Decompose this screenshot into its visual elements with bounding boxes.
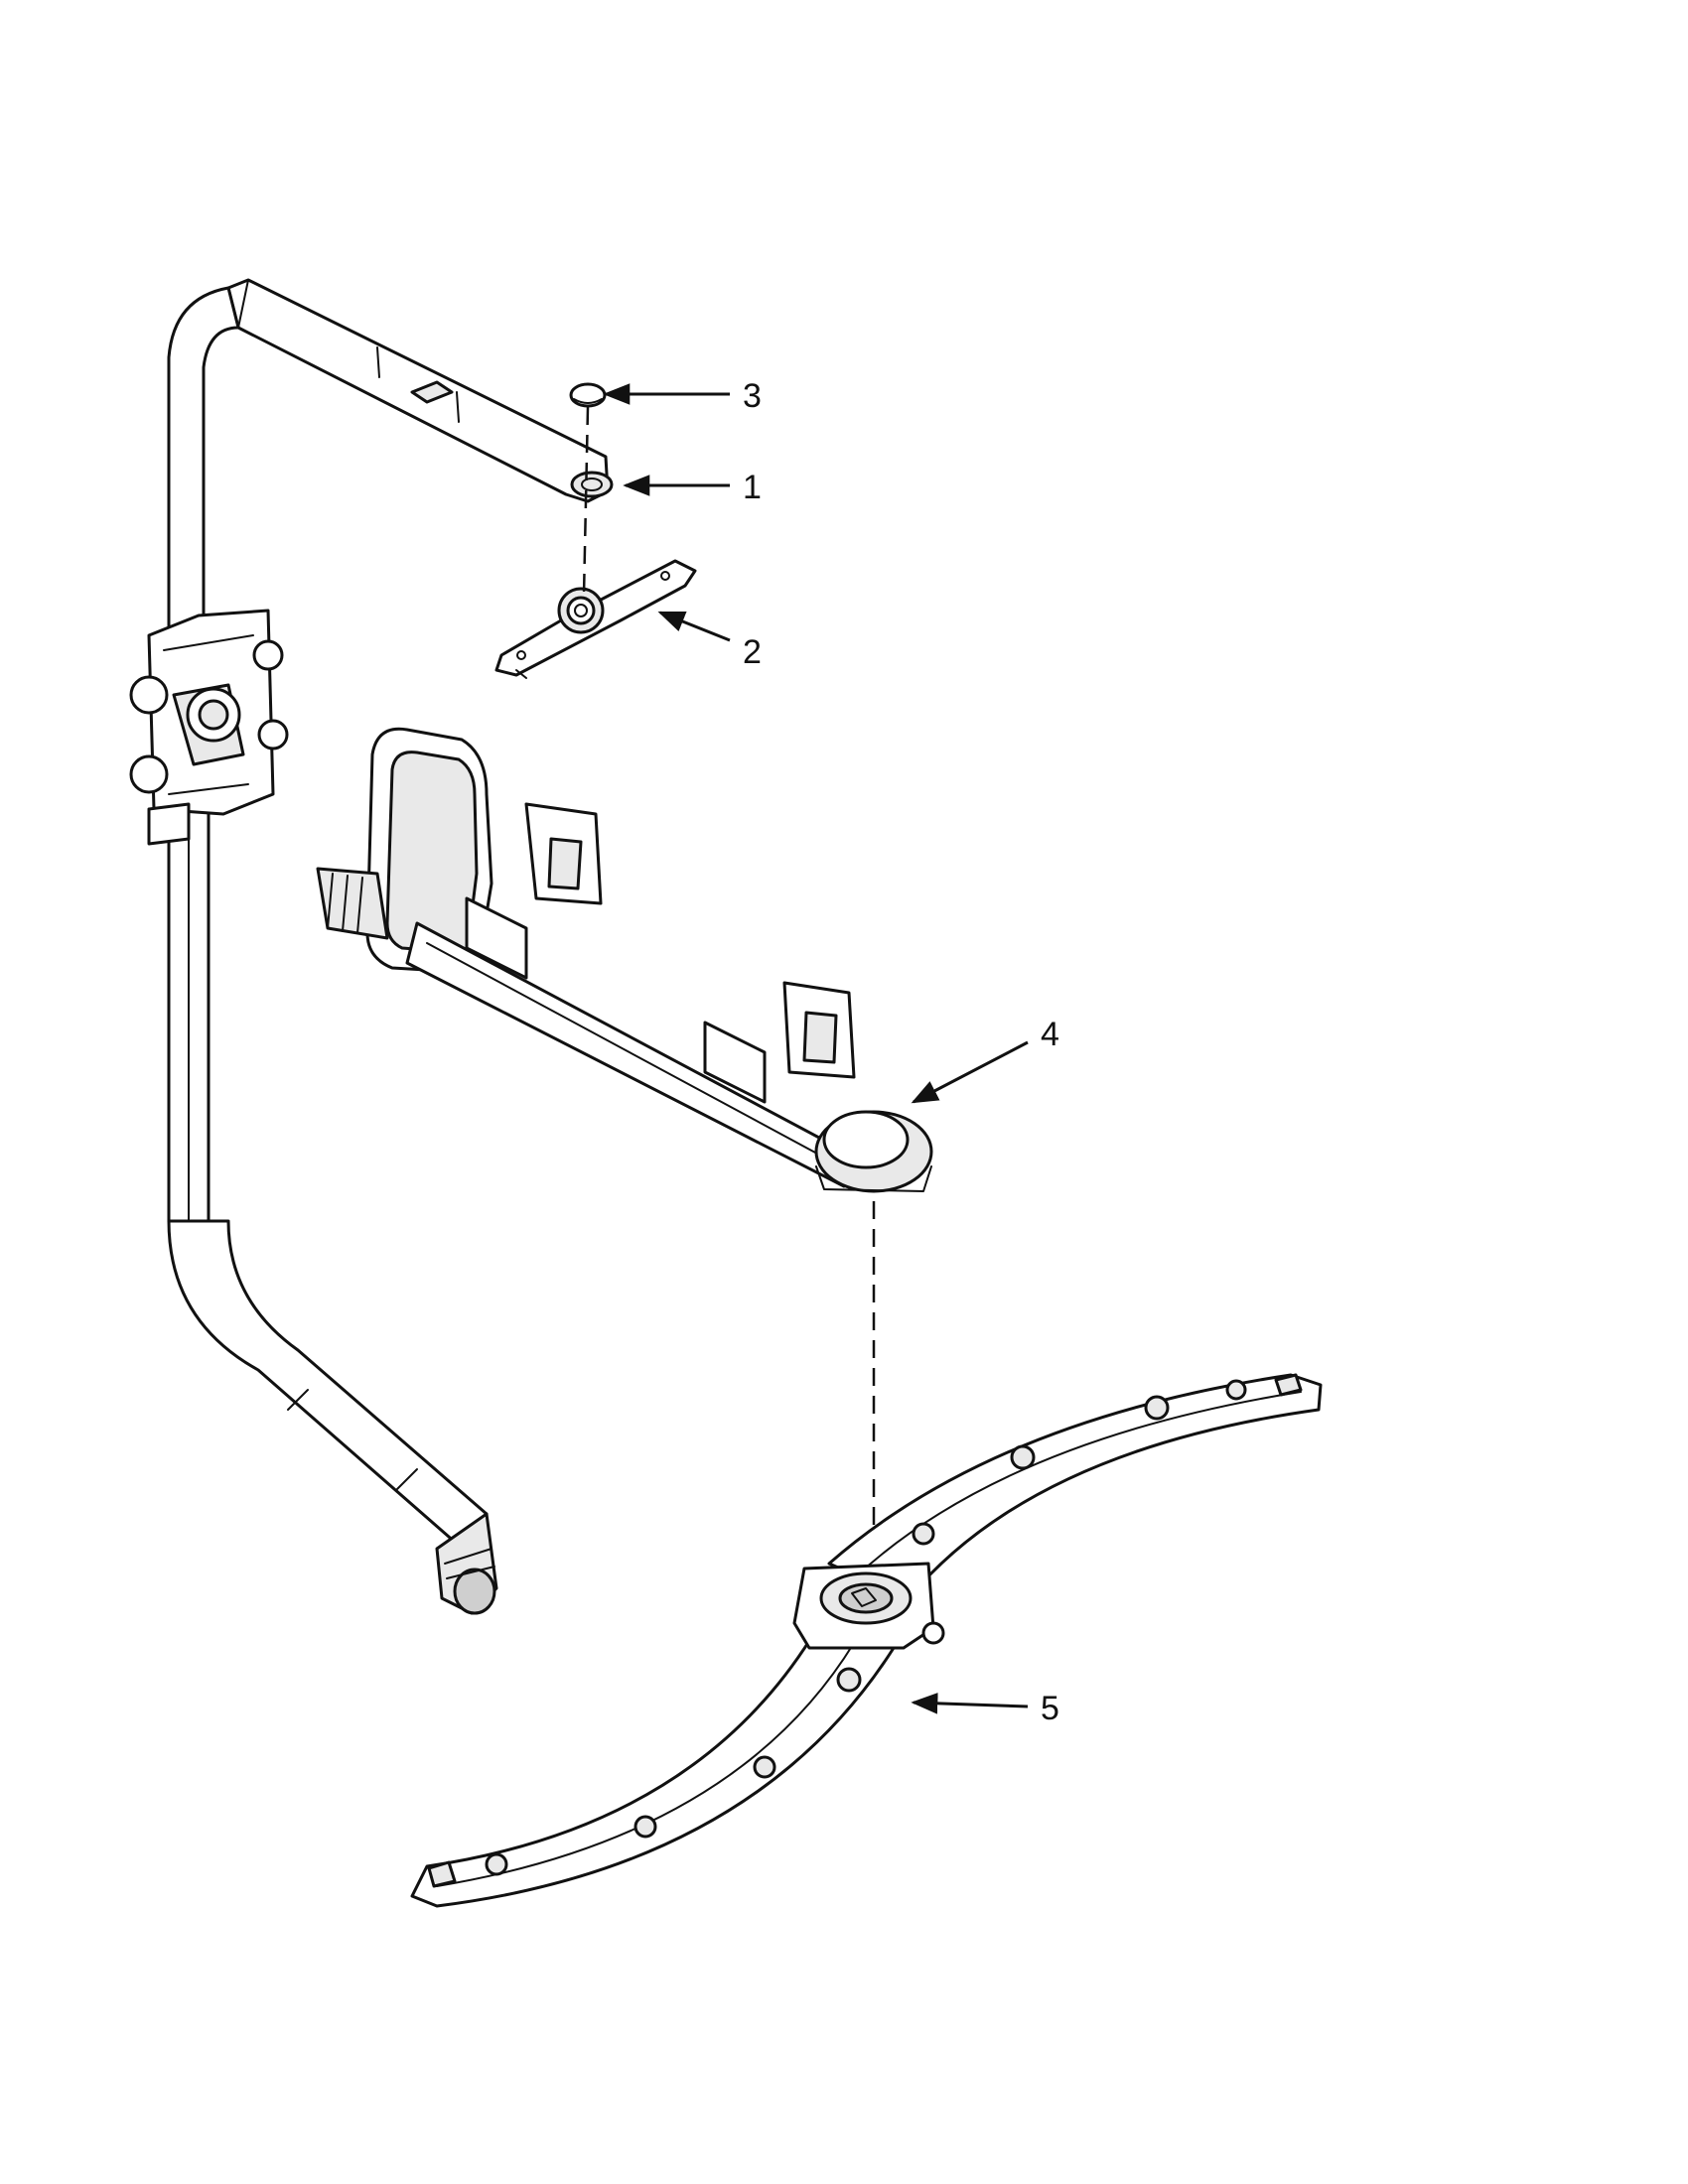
assembly-axis-upper: [582, 406, 590, 597]
cap-plug-part: [569, 382, 607, 408]
callout-1-label: 1: [743, 469, 762, 506]
lower-spray-arm-part: [410, 1373, 1323, 1908]
callout-4: 4: [911, 1016, 1059, 1104]
tube-clip: [129, 609, 289, 846]
callout-4-label: 4: [1041, 1016, 1059, 1053]
callout-5: 5: [911, 1690, 1059, 1727]
callout-3: 3: [603, 377, 762, 415]
callout-5-label: 5: [1041, 1690, 1059, 1727]
callout-1: 1: [623, 469, 762, 506]
manifold-part: [316, 727, 933, 1193]
callout-2-label: 2: [743, 633, 762, 671]
callout-2: 2: [657, 611, 762, 671]
callout-3-label: 3: [743, 377, 762, 415]
mounting-bracket-part: [494, 559, 697, 679]
